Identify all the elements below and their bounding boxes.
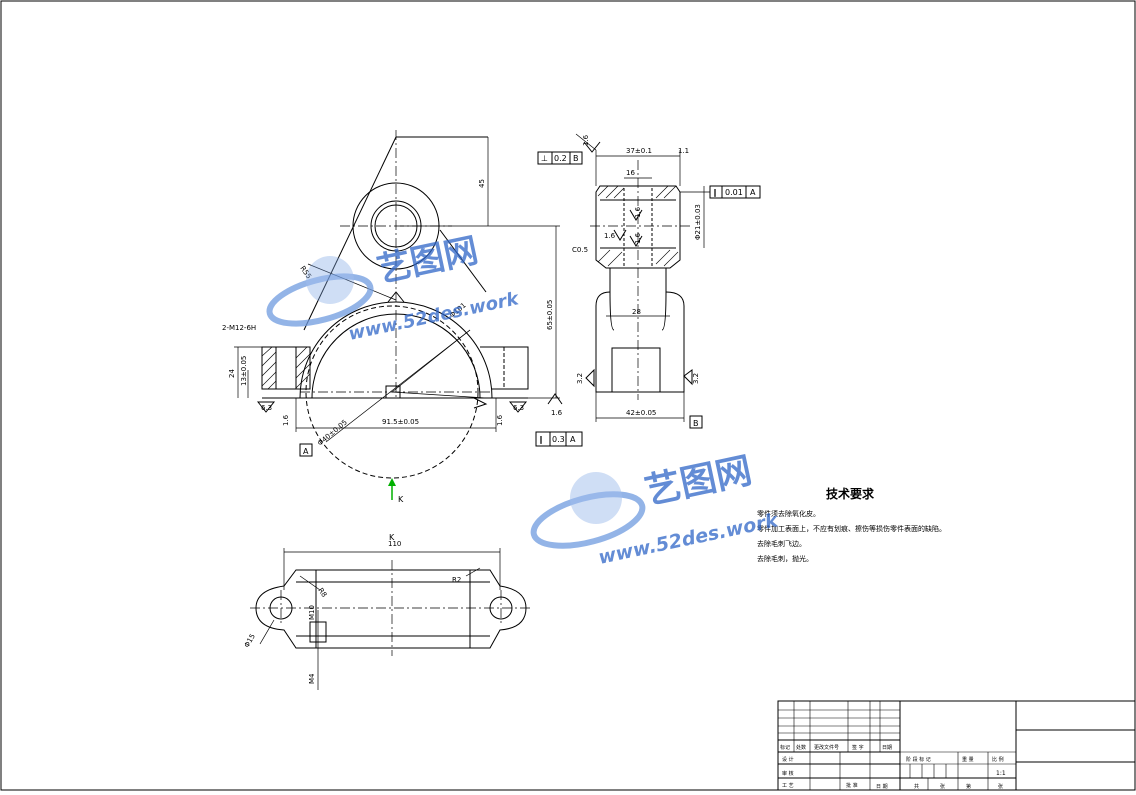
gdt-top-right-value: 0.01 bbox=[725, 188, 743, 197]
rough-side-left: 3.2 bbox=[576, 373, 584, 384]
tb-ratio: 比 例 bbox=[992, 756, 1004, 763]
tb-total: 共 bbox=[914, 783, 919, 790]
side-view bbox=[537, 133, 761, 429]
dim-front-height: 65±0.05 bbox=[546, 300, 554, 330]
dim-side-web-width: 28 bbox=[632, 308, 641, 316]
watermark-2: 艺图网 www.52des.work bbox=[530, 450, 781, 569]
dim-front-diagonal: Φ40±0.05 bbox=[316, 418, 349, 447]
front-view bbox=[234, 130, 583, 479]
gdt-labels: ⊥ 0.2 B ∥ 0.01 A ∥ 0.3 A bbox=[539, 154, 756, 444]
dim-front-left-height: 24 bbox=[228, 369, 236, 378]
dim-side-inner: 16 bbox=[626, 169, 635, 177]
tech-line-4: 去除毛刺，抛光。 bbox=[757, 554, 813, 563]
tb-scale: 1:1 bbox=[996, 770, 1006, 777]
rough-front-right: 6.3 bbox=[513, 404, 524, 412]
gdt-top-left-value: 0.2 bbox=[554, 154, 567, 163]
gdt-front-bottom-symbol: ∥ bbox=[539, 435, 543, 444]
title-block-lines bbox=[777, 700, 1136, 791]
tb-label-count: 处数 bbox=[796, 744, 806, 751]
gdt-front-bottom-value: 0.3 bbox=[552, 435, 565, 444]
dim-bottom-width: 110 bbox=[388, 540, 401, 548]
tb-label-sign: 签 字 bbox=[852, 744, 864, 751]
tech-requirements: 技术要求 零件须去除氧化皮。 零件加工表面上，不应有划痕、擦伤等损伤零件表面的缺… bbox=[757, 486, 946, 563]
dim-side-chamfer: C0.5 bbox=[572, 246, 588, 254]
tb-label-date: 日期 bbox=[882, 745, 892, 751]
gdt-top-right-symbol: ∥ bbox=[713, 188, 717, 197]
dim-front-left-inner: 13±0.05 bbox=[240, 356, 248, 386]
tech-line-1: 零件须去除氧化皮。 bbox=[757, 509, 820, 518]
dim-front-bottom-width: 91.5±0.05 bbox=[382, 418, 419, 426]
tb-nth: 第 bbox=[966, 783, 971, 790]
tb-label-mark: 标记 bbox=[780, 744, 790, 751]
tech-title: 技术要求 bbox=[826, 486, 875, 501]
watermark-2-url: www.52des.work bbox=[596, 509, 781, 569]
tb-approve: 批 准 bbox=[846, 782, 858, 789]
watermark-2-brand: 艺图网 bbox=[641, 450, 755, 513]
gdt-top-left-datum: B bbox=[573, 154, 579, 163]
view-label-k: K bbox=[398, 495, 404, 504]
dim-bottom-diameter: Φ15 bbox=[243, 633, 257, 649]
rough-side-inner-1: 1.6 bbox=[604, 232, 616, 240]
bottom-view bbox=[250, 548, 530, 690]
dim-bottom-m1: M10 bbox=[308, 605, 316, 620]
tb-stage-mark: 阶 段 标 记 bbox=[906, 756, 931, 763]
tech-line-3: 去除毛刺飞边。 bbox=[757, 539, 806, 548]
dim-side-top-right: 1.1 bbox=[678, 147, 689, 155]
rough-front-left: 6.3 bbox=[261, 404, 272, 412]
datum-b-label: B bbox=[693, 419, 699, 428]
tb-label-doc: 更改文件号 bbox=[814, 744, 839, 751]
rough-side-right: 3.2 bbox=[692, 373, 700, 384]
rough-front-bottom: 1.6 bbox=[551, 409, 563, 417]
datum-a-label: A bbox=[303, 447, 309, 456]
tb-process: 工 艺 bbox=[782, 783, 794, 789]
dim-front-thread: 2-M12-6H bbox=[222, 324, 256, 332]
tb-sheet-1: 张 bbox=[940, 783, 945, 790]
dim-front-top-h: 45 bbox=[478, 179, 486, 188]
dim-side-right-diameter: Φ21±0.03 bbox=[694, 204, 702, 240]
dim-side-top-width: 37±0.1 bbox=[626, 147, 652, 155]
view-title-k: K bbox=[389, 533, 395, 542]
dim-side-bottom-width: 42±0.05 bbox=[626, 409, 656, 417]
tb-date: 日 期 bbox=[876, 784, 888, 790]
dim-front-gap-right: 1.6 bbox=[496, 414, 504, 426]
title-block-text: 标记 处数 更改文件号 签 字 日期 设 计 审 核 工 艺 批 准 阶 段 标… bbox=[780, 744, 1006, 790]
dimension-labels: 45 65±0.05 R55 Φ101 2-M12-6H 24 13±0.05 … bbox=[222, 134, 702, 684]
dim-bottom-radius: R2 bbox=[452, 576, 461, 584]
watermark-1-brand: 艺图网 bbox=[374, 230, 482, 290]
view-arrow-k bbox=[388, 478, 396, 500]
rough-side-top: 1.6 bbox=[582, 134, 590, 146]
gdt-top-left-symbol: ⊥ bbox=[541, 154, 548, 163]
tb-weight: 重 量 bbox=[962, 756, 974, 763]
gdt-front-bottom-datum: A bbox=[570, 435, 576, 444]
rough-side-inner-3: 1.6 bbox=[634, 232, 642, 244]
gdt-top-right-datum: A bbox=[750, 188, 756, 197]
dim-front-gap-left: 1.6 bbox=[282, 414, 290, 426]
dim-bottom-m2: M4 bbox=[308, 673, 316, 684]
rough-side-inner-2: 1.6 bbox=[634, 206, 642, 218]
watermark-1-url: www.52des.work bbox=[347, 288, 522, 345]
tech-line-2: 零件加工表面上，不应有划痕、擦伤等损伤零件表面的缺陷。 bbox=[757, 524, 946, 533]
dim-bottom-radius-2: R8 bbox=[316, 587, 328, 599]
tb-sheet-2: 张 bbox=[998, 783, 1003, 790]
tb-review: 审 核 bbox=[782, 770, 794, 777]
tb-design: 设 计 bbox=[782, 756, 794, 763]
